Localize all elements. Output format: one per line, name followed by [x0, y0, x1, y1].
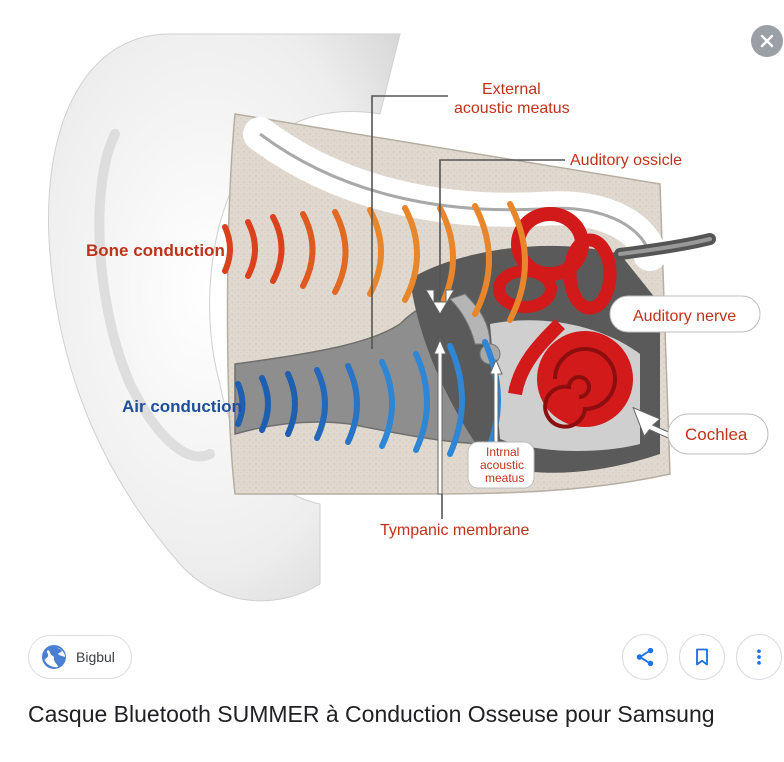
external-meatus-label-2: acoustic meatus [454, 100, 570, 117]
bookmark-icon [696, 648, 708, 666]
source-chip[interactable]: Bigbul [28, 635, 132, 679]
leader-lines [371, 95, 565, 519]
auditory-nerve-label: Auditory nerve [633, 308, 736, 325]
share-icon [636, 647, 654, 667]
internal-meatus-label-2: acoustic [480, 458, 524, 472]
more-vert-icon [757, 649, 761, 665]
globe-icon [42, 645, 66, 669]
close-icon [760, 34, 774, 48]
internal-meatus-label-1: Intrnal [486, 445, 519, 459]
share-button[interactable] [622, 634, 668, 680]
save-button[interactable] [679, 634, 725, 680]
cochlea-label: Cochlea [685, 425, 748, 444]
ear-diagram: Bone conduction Air conduction External … [48, 33, 769, 602]
result-image[interactable]: Bone conduction Air conduction External … [20, 24, 780, 604]
bone-conduction-waves [222, 201, 528, 323]
source-name: Bigbul [76, 649, 115, 665]
internal-meatus-label-3: meatus [485, 471, 524, 485]
auditory-ossicle-label: Auditory ossicle [570, 152, 682, 169]
close-button[interactable] [751, 25, 783, 57]
external-meatus-label-1: External [482, 81, 541, 98]
air-conduction-waves [235, 339, 501, 461]
air-conduction-label: Air conduction [122, 397, 242, 416]
more-options-button[interactable] [736, 634, 782, 680]
result-title[interactable]: Casque Bluetooth SUMMER à Conduction Oss… [28, 701, 715, 727]
tympanic-membrane-label: Tympanic membrane [380, 522, 529, 539]
bone-conduction-label: Bone conduction [86, 241, 225, 260]
